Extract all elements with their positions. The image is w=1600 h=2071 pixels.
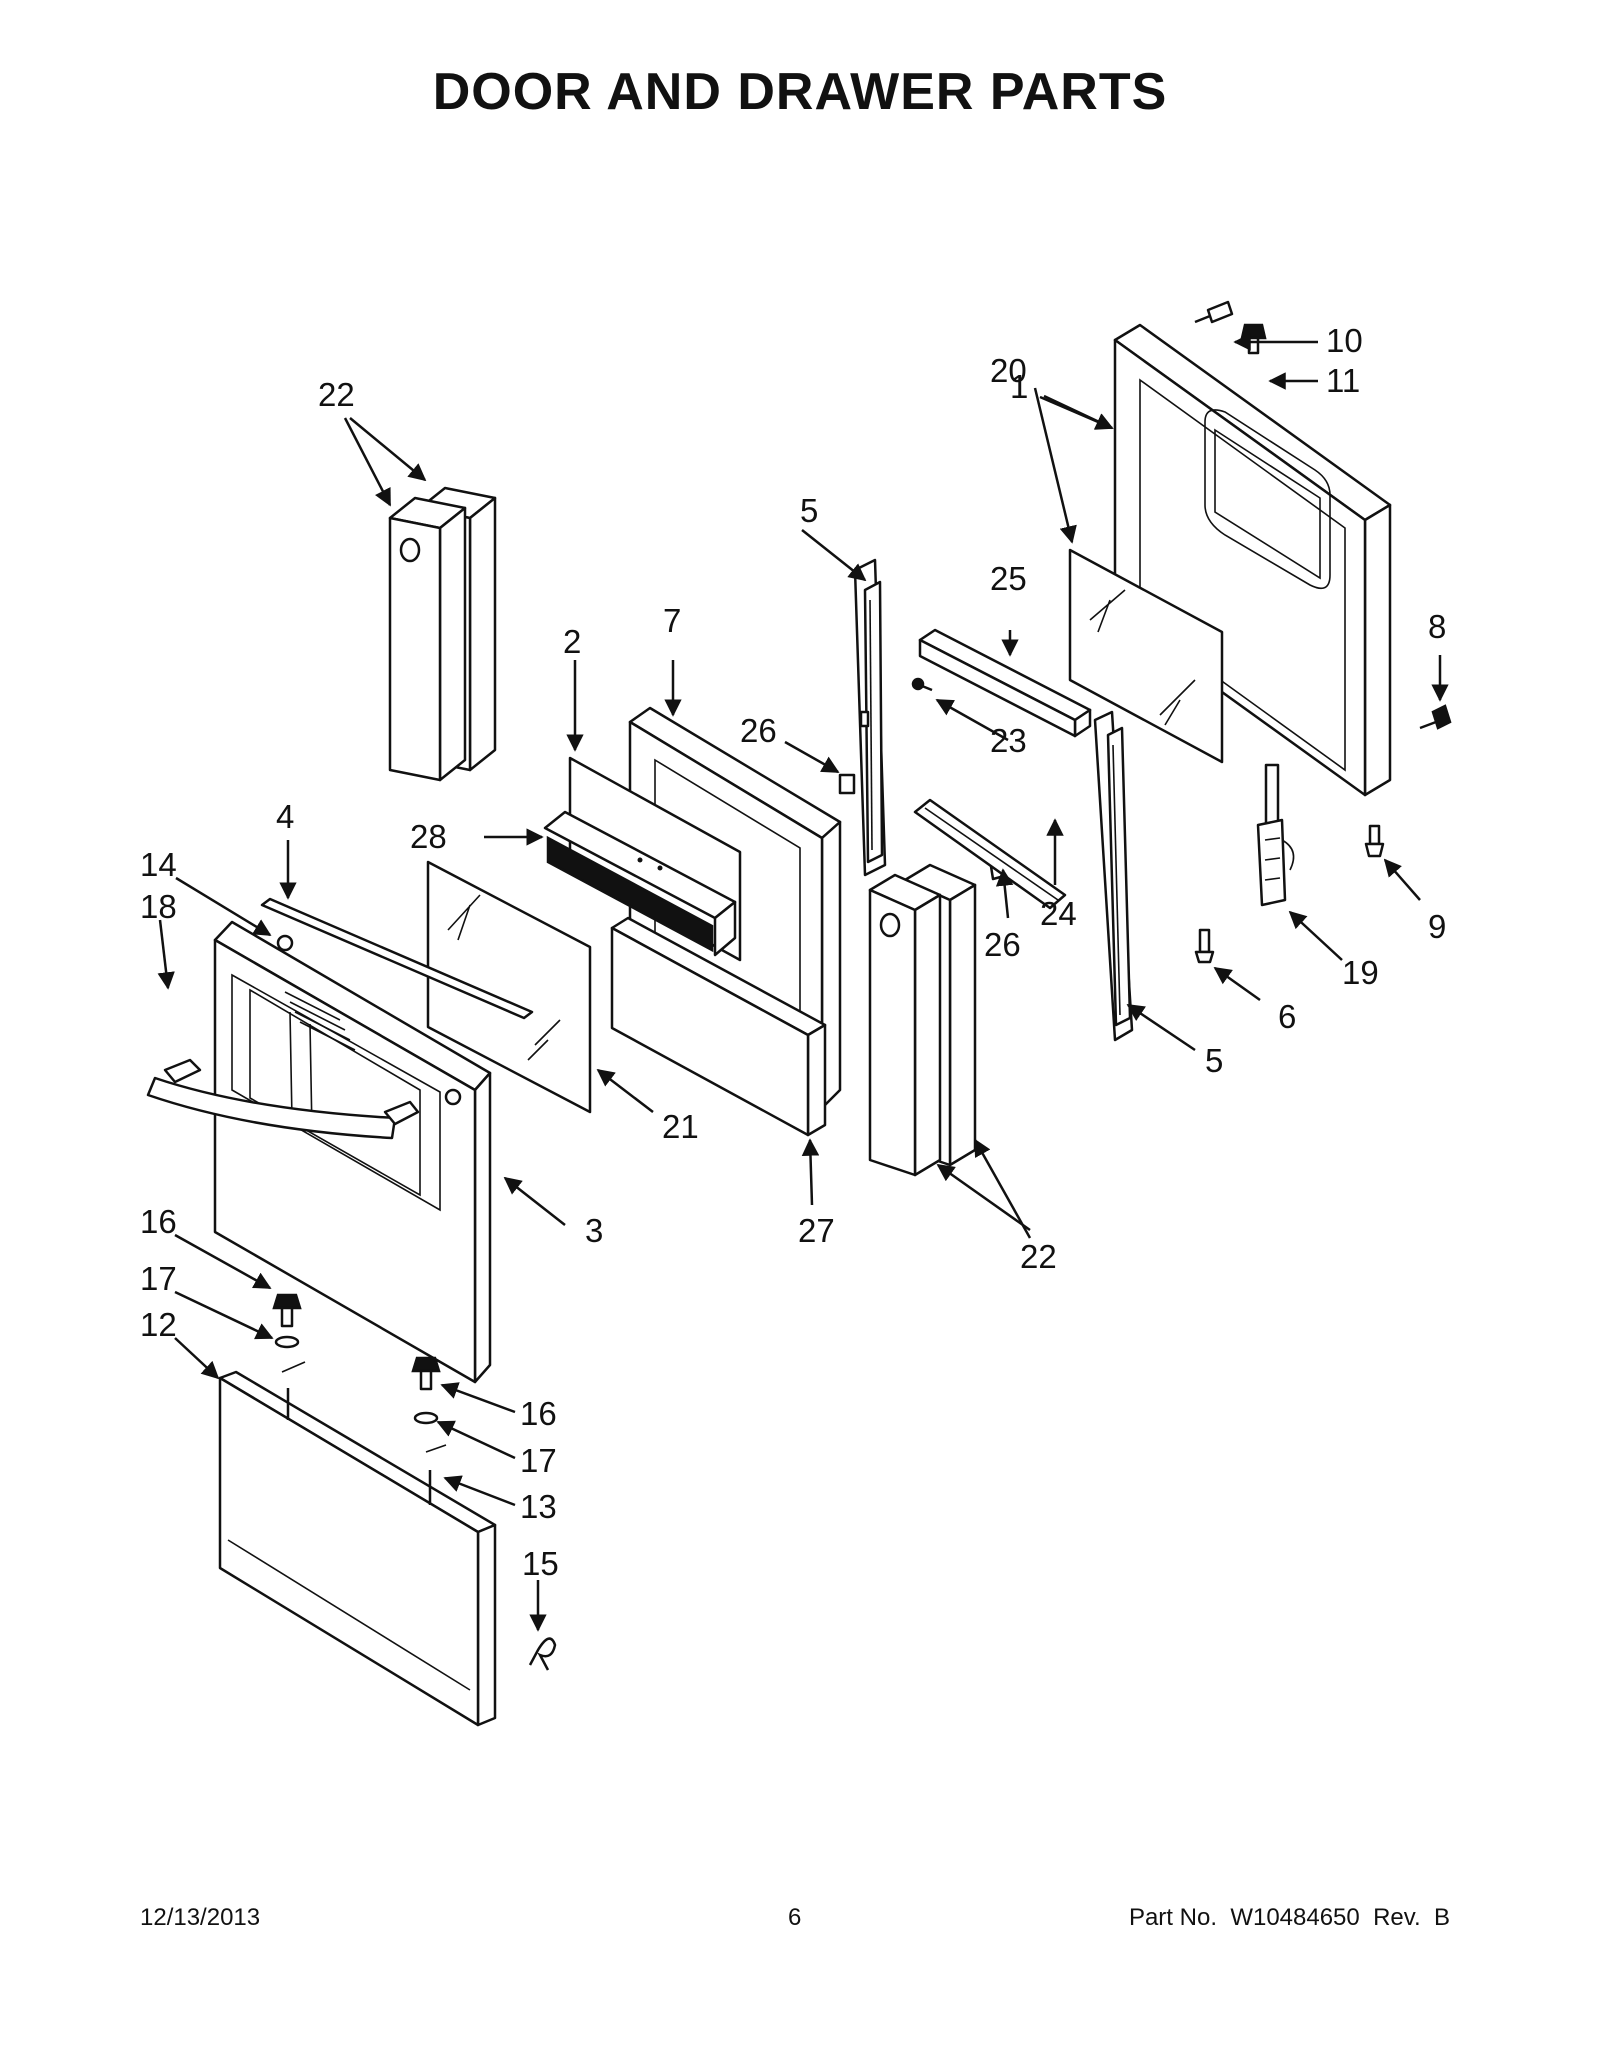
callout-26-top: 26 <box>740 712 777 749</box>
callout-17-right: 17 <box>520 1442 557 1479</box>
callout-12: 12 <box>140 1306 177 1343</box>
inner-door-liner <box>1113 323 1392 797</box>
callout-15: 15 <box>522 1545 559 1582</box>
door-glass-inner <box>426 860 592 1114</box>
door-gasket-strip <box>260 897 534 1020</box>
door-handle <box>146 1058 420 1140</box>
callout-27: 27 <box>798 1212 835 1249</box>
callout-6: 6 <box>1278 998 1296 1035</box>
callout-22-top: 22 <box>318 376 355 413</box>
callout-8: 8 <box>1428 608 1446 645</box>
liner-screw-10 <box>1194 300 1234 324</box>
callout-20: 20 <box>990 352 1027 389</box>
bracket-screw <box>911 677 933 692</box>
callout-17-left: 17 <box>140 1260 177 1297</box>
hinge-channel-left <box>853 558 887 877</box>
door-glass-liner <box>1068 548 1224 764</box>
drawer-screw-right <box>411 1356 441 1425</box>
liner-screw-9 <box>1364 824 1385 858</box>
insulation-block-upper <box>388 486 497 782</box>
footer-part-number: Part No. W10484650 Rev. B <box>1128 1904 1450 1931</box>
top-bracket <box>918 628 1092 738</box>
callout-25: 25 <box>990 560 1027 597</box>
callout-26-bottom: 26 <box>984 926 1021 963</box>
page-title: DOOR AND DRAWER PARTS <box>432 63 1168 121</box>
drawer-screw-left <box>272 1293 302 1349</box>
channel-screw-6 <box>1194 928 1215 964</box>
callout-16-right: 16 <box>520 1395 557 1432</box>
callout-14: 14 <box>140 846 177 883</box>
insulation-block-lower <box>868 863 977 1177</box>
liner-screw-8 <box>1419 704 1452 730</box>
callout-labels: 22 2 7 28 4 14 18 21 3 27 22 16 17 12 16… <box>140 322 1446 1582</box>
callout-3: 3 <box>585 1212 603 1249</box>
door-hinge <box>1256 763 1295 907</box>
callout-19: 19 <box>1342 954 1379 991</box>
callout-13: 13 <box>520 1488 557 1525</box>
small-clip-upper <box>838 773 856 795</box>
callout-21: 21 <box>662 1108 699 1145</box>
drawer-front <box>218 1361 497 1727</box>
callout-11: 11 <box>1326 362 1360 399</box>
footer-date: 12/13/2013 <box>140 1904 261 1931</box>
callout-23: 23 <box>990 722 1027 759</box>
vent-duct <box>543 810 737 957</box>
callout-7: 7 <box>663 602 681 639</box>
callout-9: 9 <box>1428 908 1446 945</box>
hinge-channel-right <box>1093 710 1134 1042</box>
leader-arrows <box>157 333 1449 1632</box>
callout-1: 1 <box>1010 368 1028 405</box>
callout-28: 28 <box>410 818 447 855</box>
callout-10: 10 <box>1326 322 1363 359</box>
liner-screw-11 <box>1240 323 1267 355</box>
callout-5-bottom: 5 <box>1205 1042 1223 1079</box>
callout-16-left: 16 <box>140 1203 177 1240</box>
door-lower-block <box>610 916 827 1137</box>
outer-door <box>213 920 492 1384</box>
callout-22-bottom: 22 <box>1020 1238 1057 1275</box>
footer-page-number: 6 <box>788 1904 802 1931</box>
callout-18: 18 <box>140 888 177 925</box>
drawer-clip <box>528 1637 557 1671</box>
callout-2: 2 <box>563 623 581 660</box>
callout-4: 4 <box>276 798 294 835</box>
callout-24: 24 <box>1040 895 1077 932</box>
callout-5-top: 5 <box>800 492 818 529</box>
